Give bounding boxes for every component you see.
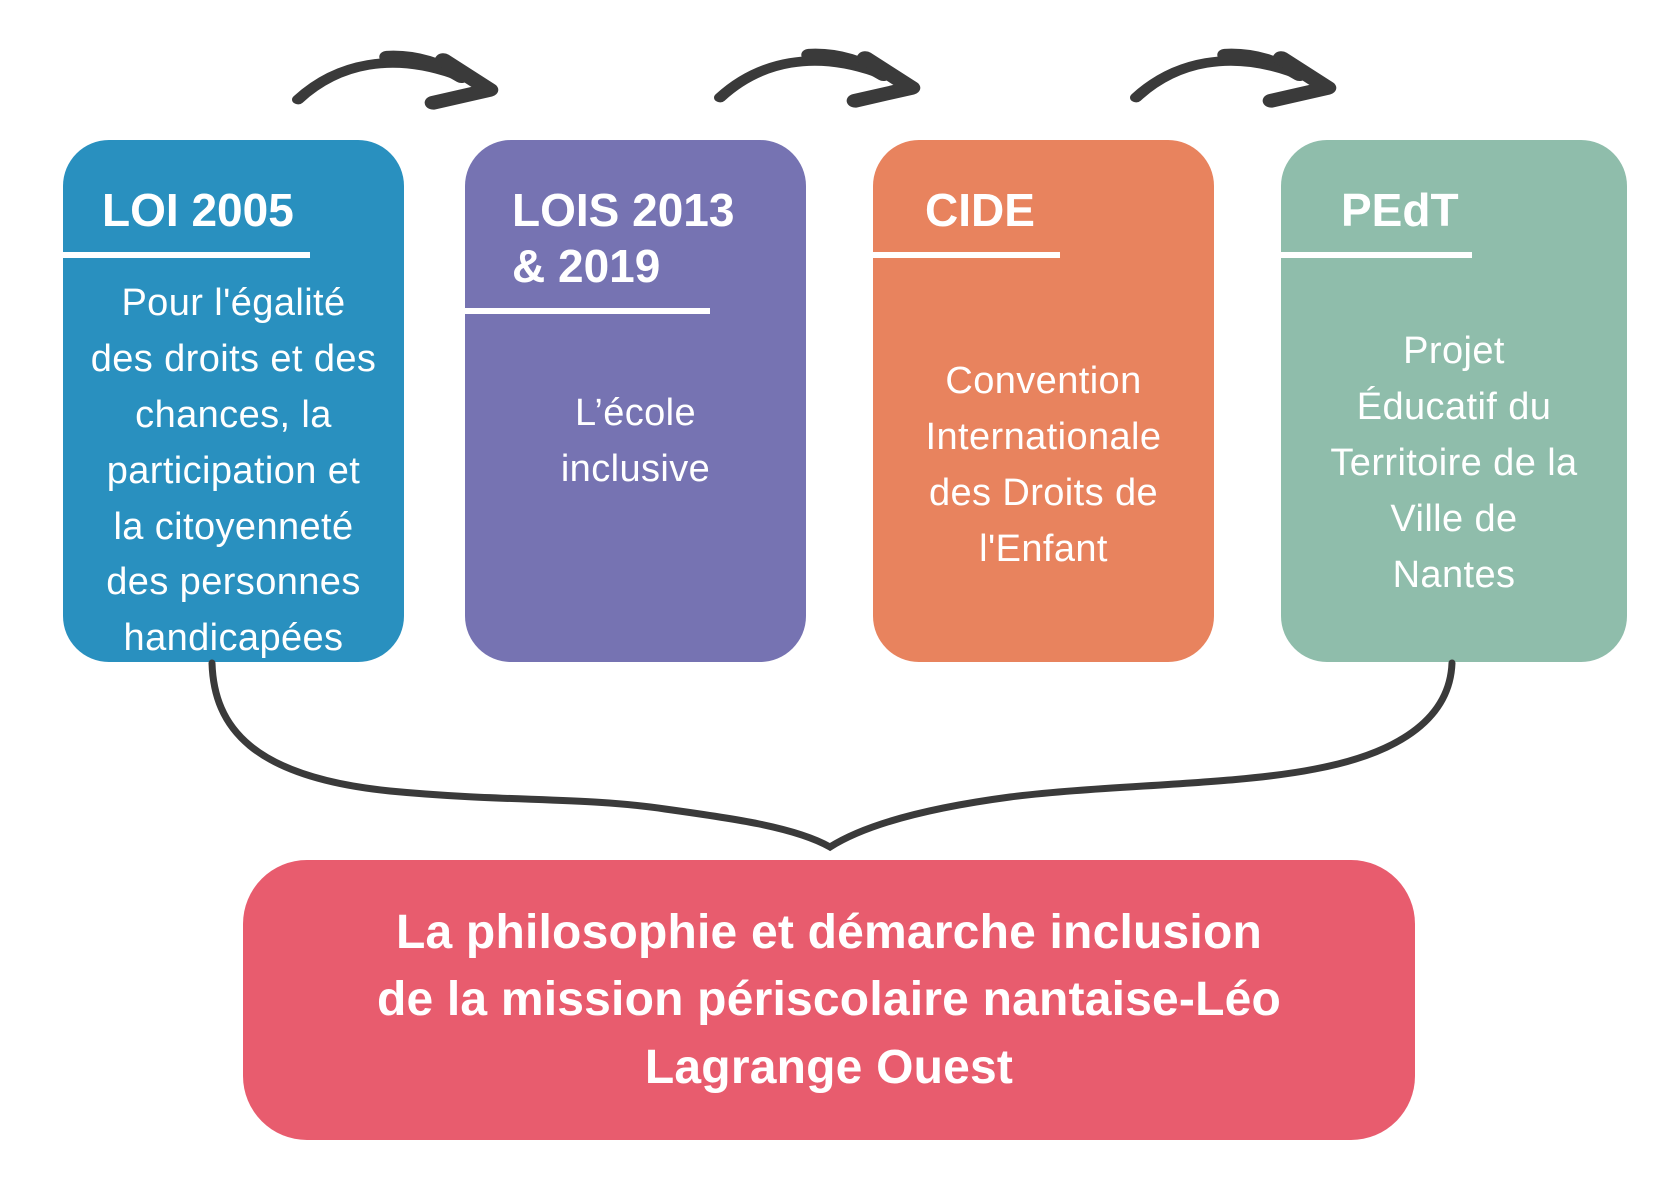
box-loi-2005: LOI 2005 Pour l'égalité des droits et de… (63, 140, 404, 662)
curved-arrow-icon (714, 48, 921, 108)
box-body: Projet Éducatif du Territoire de la Vill… (1330, 330, 1578, 596)
box-cide: CIDE Convention Internationale des Droit… (873, 140, 1214, 662)
title-underline (1281, 252, 1472, 259)
box-title: CIDE (925, 184, 1035, 236)
title-underline (873, 252, 1060, 259)
title-underline (465, 308, 710, 315)
curved-arrow-icon (292, 50, 499, 110)
brace-connector (208, 659, 1456, 852)
box-body: Convention Internationale des Droits de … (925, 360, 1162, 570)
box-title: LOI 2005 (102, 184, 294, 236)
box-body: Pour l'égalité des droits et des chances… (90, 282, 377, 660)
result-box: La philosophie et démarche inclusion de … (243, 860, 1415, 1140)
box-lois-2013-2019: LOIS 2013 & 2019 L’école inclusive (465, 140, 806, 662)
curved-arrow-icon (1130, 48, 1337, 108)
result-text: La philosophie et démarche inclusion de … (376, 906, 1282, 1094)
box-title: PEdT (1341, 184, 1459, 236)
box-title: LOIS 2013 & 2019 (512, 184, 735, 293)
title-underline (63, 252, 310, 259)
box-pedt: PEdT Projet Éducatif du Territoire de la… (1281, 140, 1627, 662)
box-body: L’école inclusive (560, 392, 711, 491)
